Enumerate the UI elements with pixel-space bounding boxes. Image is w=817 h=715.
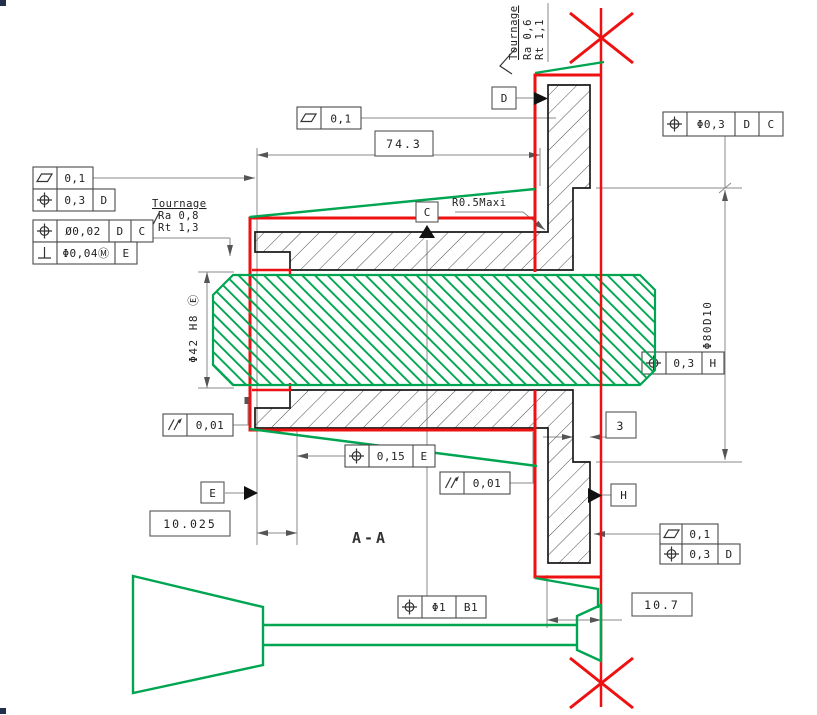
dim-flange-offset: 10.7 (631, 592, 693, 617)
shaft-section (211, 273, 657, 387)
fcf-value: 0,01 (196, 419, 225, 432)
datum-label: H (620, 489, 627, 502)
fcf-datum: D (100, 194, 107, 207)
datum-d: D (491, 86, 548, 110)
fcf-value: 0,1 (689, 528, 710, 541)
fcf-value: 0,3 (64, 194, 85, 207)
surface-note-ra: Ra 0,8 (158, 210, 199, 222)
fcf-bottom-right-stack: 0,1 0,3 D (659, 523, 741, 565)
dim-step: 3 (605, 411, 637, 439)
section-label: A-A (352, 529, 388, 547)
datum-e: E (200, 481, 258, 504)
fcf-datum: D (743, 118, 750, 131)
green-cone (131, 574, 265, 695)
dim-value: 10.7 (644, 598, 680, 612)
surface-note-process: Tournage (508, 5, 520, 60)
dim-journal-dia: Φ80D10 (701, 301, 714, 350)
fcf-value: 0,1 (330, 113, 351, 126)
fcf-value: Φ0,04Ⓜ (62, 247, 109, 260)
fcf-value: Φ0,3 (697, 118, 726, 131)
green-small-cone (575, 603, 603, 663)
fcf-datum: D (725, 548, 732, 561)
surface-note-rt: Rt 1,3 (158, 222, 199, 234)
fcf-value: Φ1 (432, 601, 446, 614)
dim-bore-dia: Φ42 H8 Ⓔ (187, 293, 200, 362)
fcf-runout-mid: 0,01 (439, 471, 511, 495)
green-deviation-overlay (131, 60, 605, 695)
green-axis-bar (263, 623, 577, 647)
fcf-value: 0,3 (689, 548, 710, 561)
surface-note-ra: Ra 0,6 (522, 19, 534, 60)
fcf-left-stack: 0,1 0,3 D (32, 166, 116, 212)
red-x-mark-bottom (569, 656, 634, 710)
fcf-position-dc: Φ0,3 D C (662, 111, 784, 137)
red-datum-axis (569, 8, 634, 710)
dim-fillet-note: R0.5Maxi (452, 197, 507, 209)
page-corner-mark-top (0, 0, 6, 6)
datum-label: C (424, 206, 431, 219)
datum-triangle-icon (419, 225, 435, 238)
dim-bore-offset: 10.025 (149, 510, 231, 537)
datum-h: H (588, 483, 637, 507)
fcf-position-e: 0,15 E (344, 444, 436, 468)
fcf-datum: E (122, 247, 129, 260)
fcf-value: 0,15 (377, 450, 406, 463)
fcf-value: 0,01 (473, 477, 502, 490)
datum-triangle-icon (534, 92, 548, 105)
surface-note-top: Tournage Ra 0,6 Rt 1,1 (499, 5, 546, 75)
fcf-value: 0,1 (64, 172, 85, 185)
fcf-datum: E (420, 450, 427, 463)
dim-overall: 74.3 (374, 130, 434, 157)
dim-value: 3 (617, 419, 626, 433)
datum-triangle-icon (588, 488, 602, 503)
fcf-position-h: 0,3 H (641, 351, 725, 375)
datum-c: C (415, 201, 439, 238)
surface-finish-icon (499, 47, 517, 75)
surface-note-rt: Rt 1,1 (534, 19, 546, 60)
fcf-top-flatness: 0,1 (296, 106, 362, 130)
part-lower-section (254, 389, 591, 564)
fcf-runout-left: 0,01 (162, 413, 234, 437)
datum-triangle-icon (244, 486, 258, 500)
fcf-datum: C (138, 225, 145, 238)
red-x-mark-top (569, 11, 634, 65)
dim-value: 10.025 (163, 517, 217, 531)
page-corner-mark-bottom (0, 708, 6, 714)
surface-note-left: Tournage Ra 0,8 Rt 1,3 (137, 198, 207, 240)
datum-label: E (209, 487, 216, 500)
dim-value: 74.3 (386, 137, 422, 151)
fcf-datum: H (709, 357, 716, 370)
fcf-datum: D (116, 225, 123, 238)
fcf-datum: C (767, 118, 774, 131)
surface-note-process: Tournage (152, 198, 207, 210)
fcf-position-b1: Φ1 B1 (397, 595, 487, 619)
fcf-value: Ø0,02 (65, 225, 101, 238)
fcf-value: 0,3 (673, 357, 694, 370)
fcf-datum: B1 (464, 601, 478, 614)
datum-label: D (501, 92, 508, 105)
fcf-bore-stack: Ø0,02 D C Φ0,04Ⓜ E (32, 219, 154, 265)
